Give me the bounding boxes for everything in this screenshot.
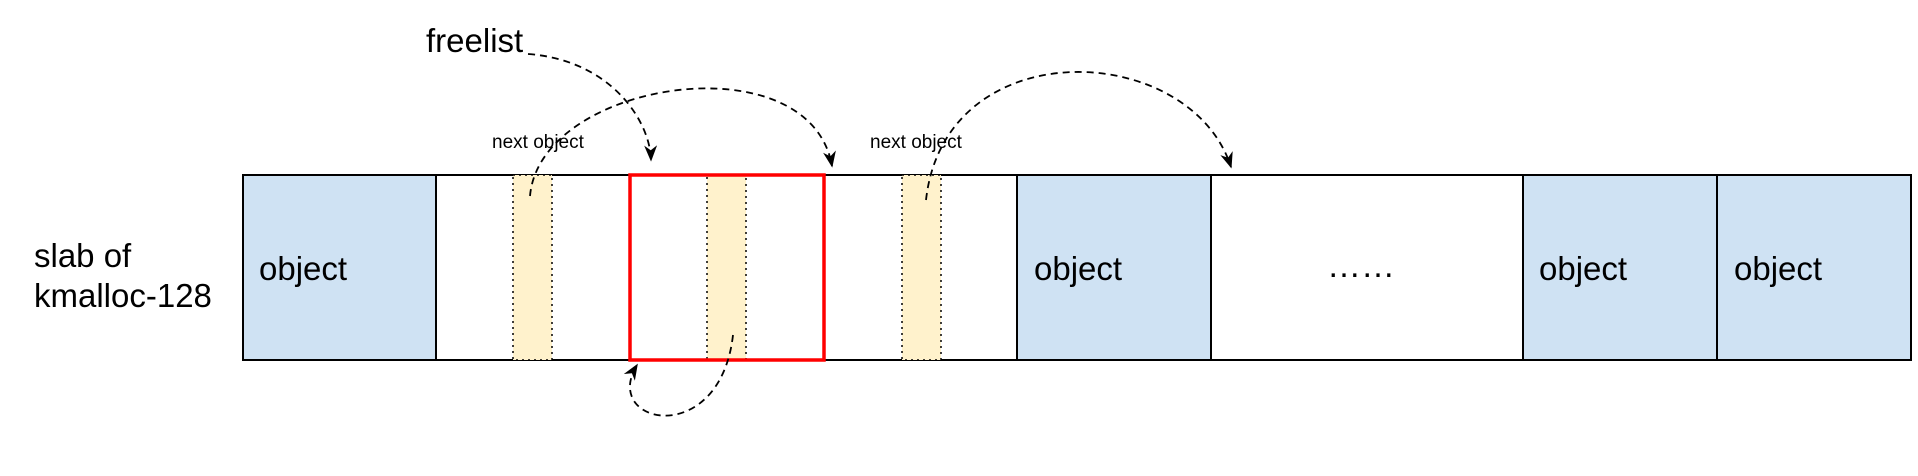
free-pointer-field	[512, 174, 553, 361]
slab-cell-label: object	[1734, 250, 1822, 287]
highlighted-free-object-border	[628, 173, 826, 362]
freelist-label: freelist	[426, 22, 523, 59]
freelist-arrow	[527, 53, 658, 162]
next-object-label-2: next object	[870, 132, 963, 153]
next-object-label-1: next object	[492, 132, 585, 153]
slab-cell-label: object	[1034, 250, 1122, 287]
slab-label-line-2: kmalloc-128	[34, 277, 212, 314]
slab-cell-allocated	[242, 174, 437, 361]
slab-cell-allocated	[1016, 174, 1212, 361]
slab-cell-ellipsis	[1210, 174, 1524, 361]
ellipsis-label: ……	[1327, 247, 1395, 285]
next-object-arrow-2	[925, 71, 1233, 201]
slab-cell-label: object	[1539, 250, 1627, 287]
slab-cells: object object …… object object	[242, 174, 1912, 361]
free-pointer-field	[706, 174, 747, 361]
next-object-arrow-1	[529, 87, 836, 197]
slab-cell-label: object	[259, 250, 347, 287]
slab-label-line-1: slab of	[34, 237, 132, 274]
highlighted-free-object-back-arrow	[623, 334, 734, 417]
slab-cell-allocated	[1522, 174, 1718, 361]
slab-cell-allocated	[1716, 174, 1912, 361]
free-pointer-field	[901, 174, 942, 361]
